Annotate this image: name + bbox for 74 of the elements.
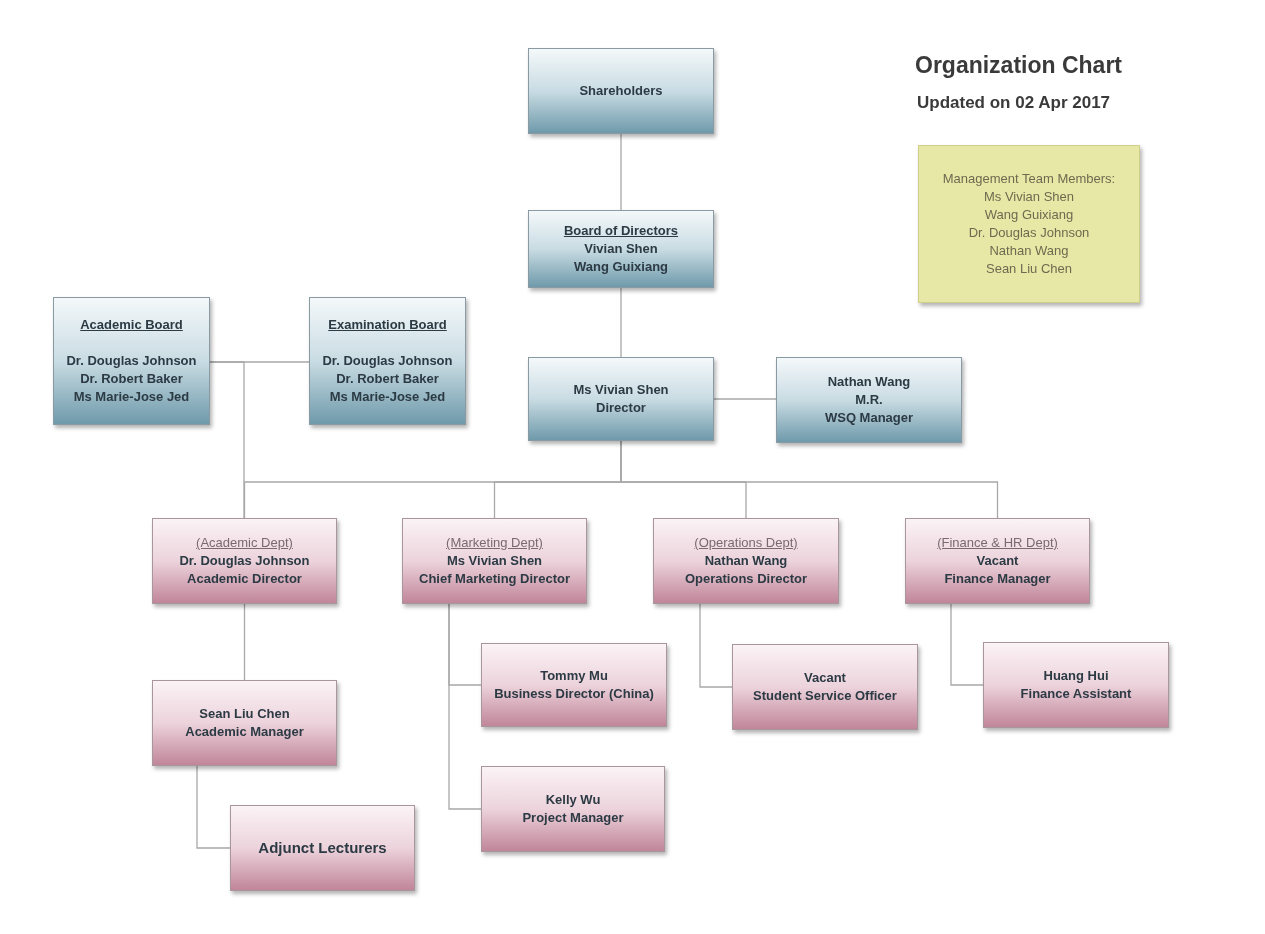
chart-title: Organization Chart <box>915 51 1122 80</box>
box-heading: Examination Board <box>328 316 447 334</box>
box-heading: Board of Directors <box>563 222 679 240</box>
box-text: Nathan Wang <box>704 552 788 570</box>
box-text: Wang Guixiang <box>984 206 1074 224</box>
box-text: M.R. <box>855 391 883 409</box>
box-text: Ms Marie-Jose Jed <box>73 388 190 406</box>
box-text: Nathan Wang <box>827 373 911 391</box>
box-text: Ms Vivian Shen <box>983 188 1075 206</box>
box-text: Dr. Douglas Johnson <box>66 352 197 370</box>
update-date: Updated on 02 Apr 2017 <box>917 92 1111 114</box>
org-box <box>983 642 1169 728</box>
box-text: Academic Manager <box>185 723 304 741</box>
box-heading: (Operations Dept) <box>694 534 798 552</box>
box-text: Vacant <box>976 552 1019 570</box>
box-text: Adjunct Lecturers <box>258 839 387 857</box>
box-text: Dr. Douglas Johnson <box>179 552 310 570</box>
connector-line <box>243 603 246 681</box>
org-box <box>732 644 918 730</box>
org-box <box>528 357 714 441</box>
org-box <box>152 680 337 766</box>
connector-line <box>699 603 733 688</box>
org-box <box>481 643 667 727</box>
box-text: Nathan Wang <box>989 242 1069 260</box>
org-box <box>528 210 714 288</box>
box-text: Huang Hui <box>1043 667 1109 685</box>
box-text: Vacant <box>804 669 846 687</box>
connector-line <box>448 603 482 810</box>
box-text: Sean Liu Chen <box>986 260 1072 278</box>
box-text: Finance Assistant <box>1020 685 1132 703</box>
note-box <box>918 145 1140 303</box>
connector-line <box>620 287 622 358</box>
box-text: Operations Director <box>684 570 808 588</box>
box-heading: (Marketing Dept) <box>446 534 543 552</box>
box-text: Dr. Robert Baker <box>336 370 439 388</box>
box-text: Vivian Shen <box>584 240 658 258</box>
org-box <box>402 518 587 604</box>
connector-line <box>950 603 984 686</box>
box-text: Dr. Douglas Johnson <box>968 224 1090 242</box>
box-text: WSQ Manager <box>824 409 914 427</box>
org-box <box>653 518 839 604</box>
connector-line <box>209 361 245 519</box>
box-text: Tommy Mu <box>540 667 608 685</box>
connector-line <box>196 765 231 849</box>
box-heading: (Academic Dept) <box>196 534 293 552</box>
box-text: Academic Director <box>187 570 302 588</box>
box-text: Ms Marie-Jose Jed <box>329 388 446 406</box>
box-text: Shareholders <box>579 82 663 100</box>
box-text: Wang Guixiang <box>573 258 669 276</box>
org-box <box>528 48 714 134</box>
connector-line <box>713 398 777 400</box>
box-text: Project Manager <box>522 809 624 827</box>
box-text: Director <box>596 399 646 417</box>
box-text: Ms Vivian Shen <box>573 381 669 399</box>
box-heading: (Finance & HR Dept) <box>937 534 1058 552</box>
box-text: Finance Manager <box>944 570 1051 588</box>
box-text: Management Team Members: <box>942 170 1116 188</box>
box-text: Chief Marketing Director <box>419 570 570 588</box>
box-text: Student Service Officer <box>753 687 897 705</box>
org-box <box>152 518 337 604</box>
box-text: Dr. Robert Baker <box>80 370 183 388</box>
box-text: Kelly Wu <box>545 791 601 809</box>
org-box <box>776 357 962 443</box>
org-box <box>230 805 415 891</box>
box-text: Ms Vivian Shen <box>446 552 543 570</box>
org-box <box>53 297 210 425</box>
org-box <box>905 518 1090 604</box>
box-text: Business Director (China) <box>494 685 654 703</box>
org-box <box>481 766 665 852</box>
org-box <box>309 297 466 425</box>
box-heading: Academic Board <box>80 316 183 334</box>
box-text: Dr. Douglas Johnson <box>322 352 453 370</box>
connector-line <box>620 133 622 211</box>
box-text: Sean Liu Chen <box>199 705 290 723</box>
